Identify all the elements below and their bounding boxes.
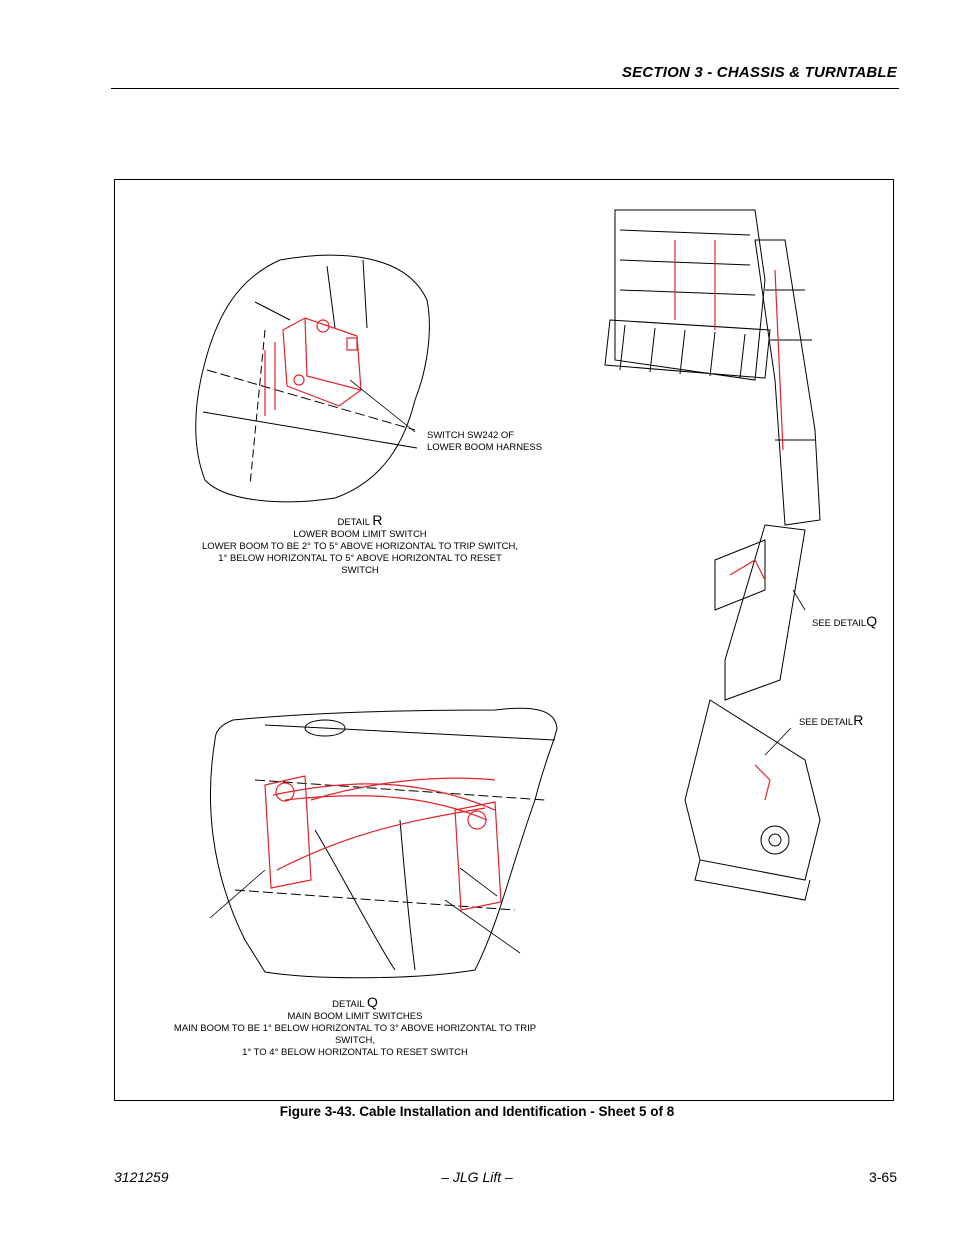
machine-harness [674, 240, 784, 801]
detail-r-desc1: LOWER BOOM LIMIT SWITCH [293, 529, 427, 540]
detail-r-callout: SWITCH SW242 OF LOWER BOOM HARNESS [427, 430, 542, 454]
see-detail-r-label: SEE DETAIL [799, 717, 854, 728]
detail-r-letter: R [372, 512, 383, 528]
detail-r-leader [349, 379, 416, 433]
detail-q-desc3: 1° TO 4° BELOW HORIZONTAL TO RESET SWITC… [242, 1047, 468, 1058]
header-rule [111, 88, 899, 89]
see-detail-q-letter: Q [866, 613, 878, 629]
detail-q-drawing [209, 707, 558, 979]
detail-r-desc2: LOWER BOOM TO BE 2° TO 5° ABOVE HORIZONT… [201, 541, 519, 552]
detail-q-letter: Q [366, 994, 378, 1010]
detail-q-switches [264, 775, 502, 911]
see-detail-q: SEE DETAILQ [812, 613, 878, 630]
detail-r-drawing [195, 254, 430, 503]
detail-q-desc1: MAIN BOOM LIMIT SWITCHES [287, 1011, 423, 1022]
figure-illustration [195, 209, 821, 979]
detail-q-title-block: DETAIL Q MAIN BOOM LIMIT SWITCHES MAIN B… [155, 994, 555, 1059]
detail-q-leaders [209, 867, 521, 954]
footer-doc-number: 3121259 [114, 1169, 169, 1185]
detail-r-title-block: DETAIL R LOWER BOOM LIMIT SWITCH LOWER B… [200, 512, 520, 577]
footer-page-number: 3-65 [868, 1169, 897, 1185]
detail-r-label: DETAIL [337, 517, 370, 528]
footer-center-text: – JLG Lift – [441, 1169, 513, 1185]
see-detail-r-letter: R [853, 712, 864, 728]
see-detail-r: SEE DETAILR [799, 712, 864, 729]
figure-caption: Figure 3-43. Cable Installation and Iden… [279, 1104, 675, 1119]
see-detail-q-label: SEE DETAIL [812, 618, 867, 629]
figure-frame: SWITCH SW242 OF LOWER BOOM HARNESS DETAI… [114, 179, 894, 1101]
detail-r-callout-line1: SWITCH SW242 OF [427, 430, 515, 441]
section-header-title: SECTION 3 - CHASSIS & TURNTABLE [621, 64, 897, 81]
detail-r-switch [264, 317, 362, 416]
machine-overview [604, 209, 821, 901]
detail-r-desc3: 1° BELOW HORIZONTAL TO 5° ABOVE HORIZONT… [218, 553, 502, 576]
detail-r-callout-line2: LOWER BOOM HARNESS [427, 442, 543, 453]
see-detail-leaders [764, 589, 806, 756]
detail-q-desc2: MAIN BOOM TO BE 1° BELOW HORIZONTAL TO 3… [173, 1023, 537, 1046]
detail-q-label: DETAIL [332, 999, 365, 1010]
